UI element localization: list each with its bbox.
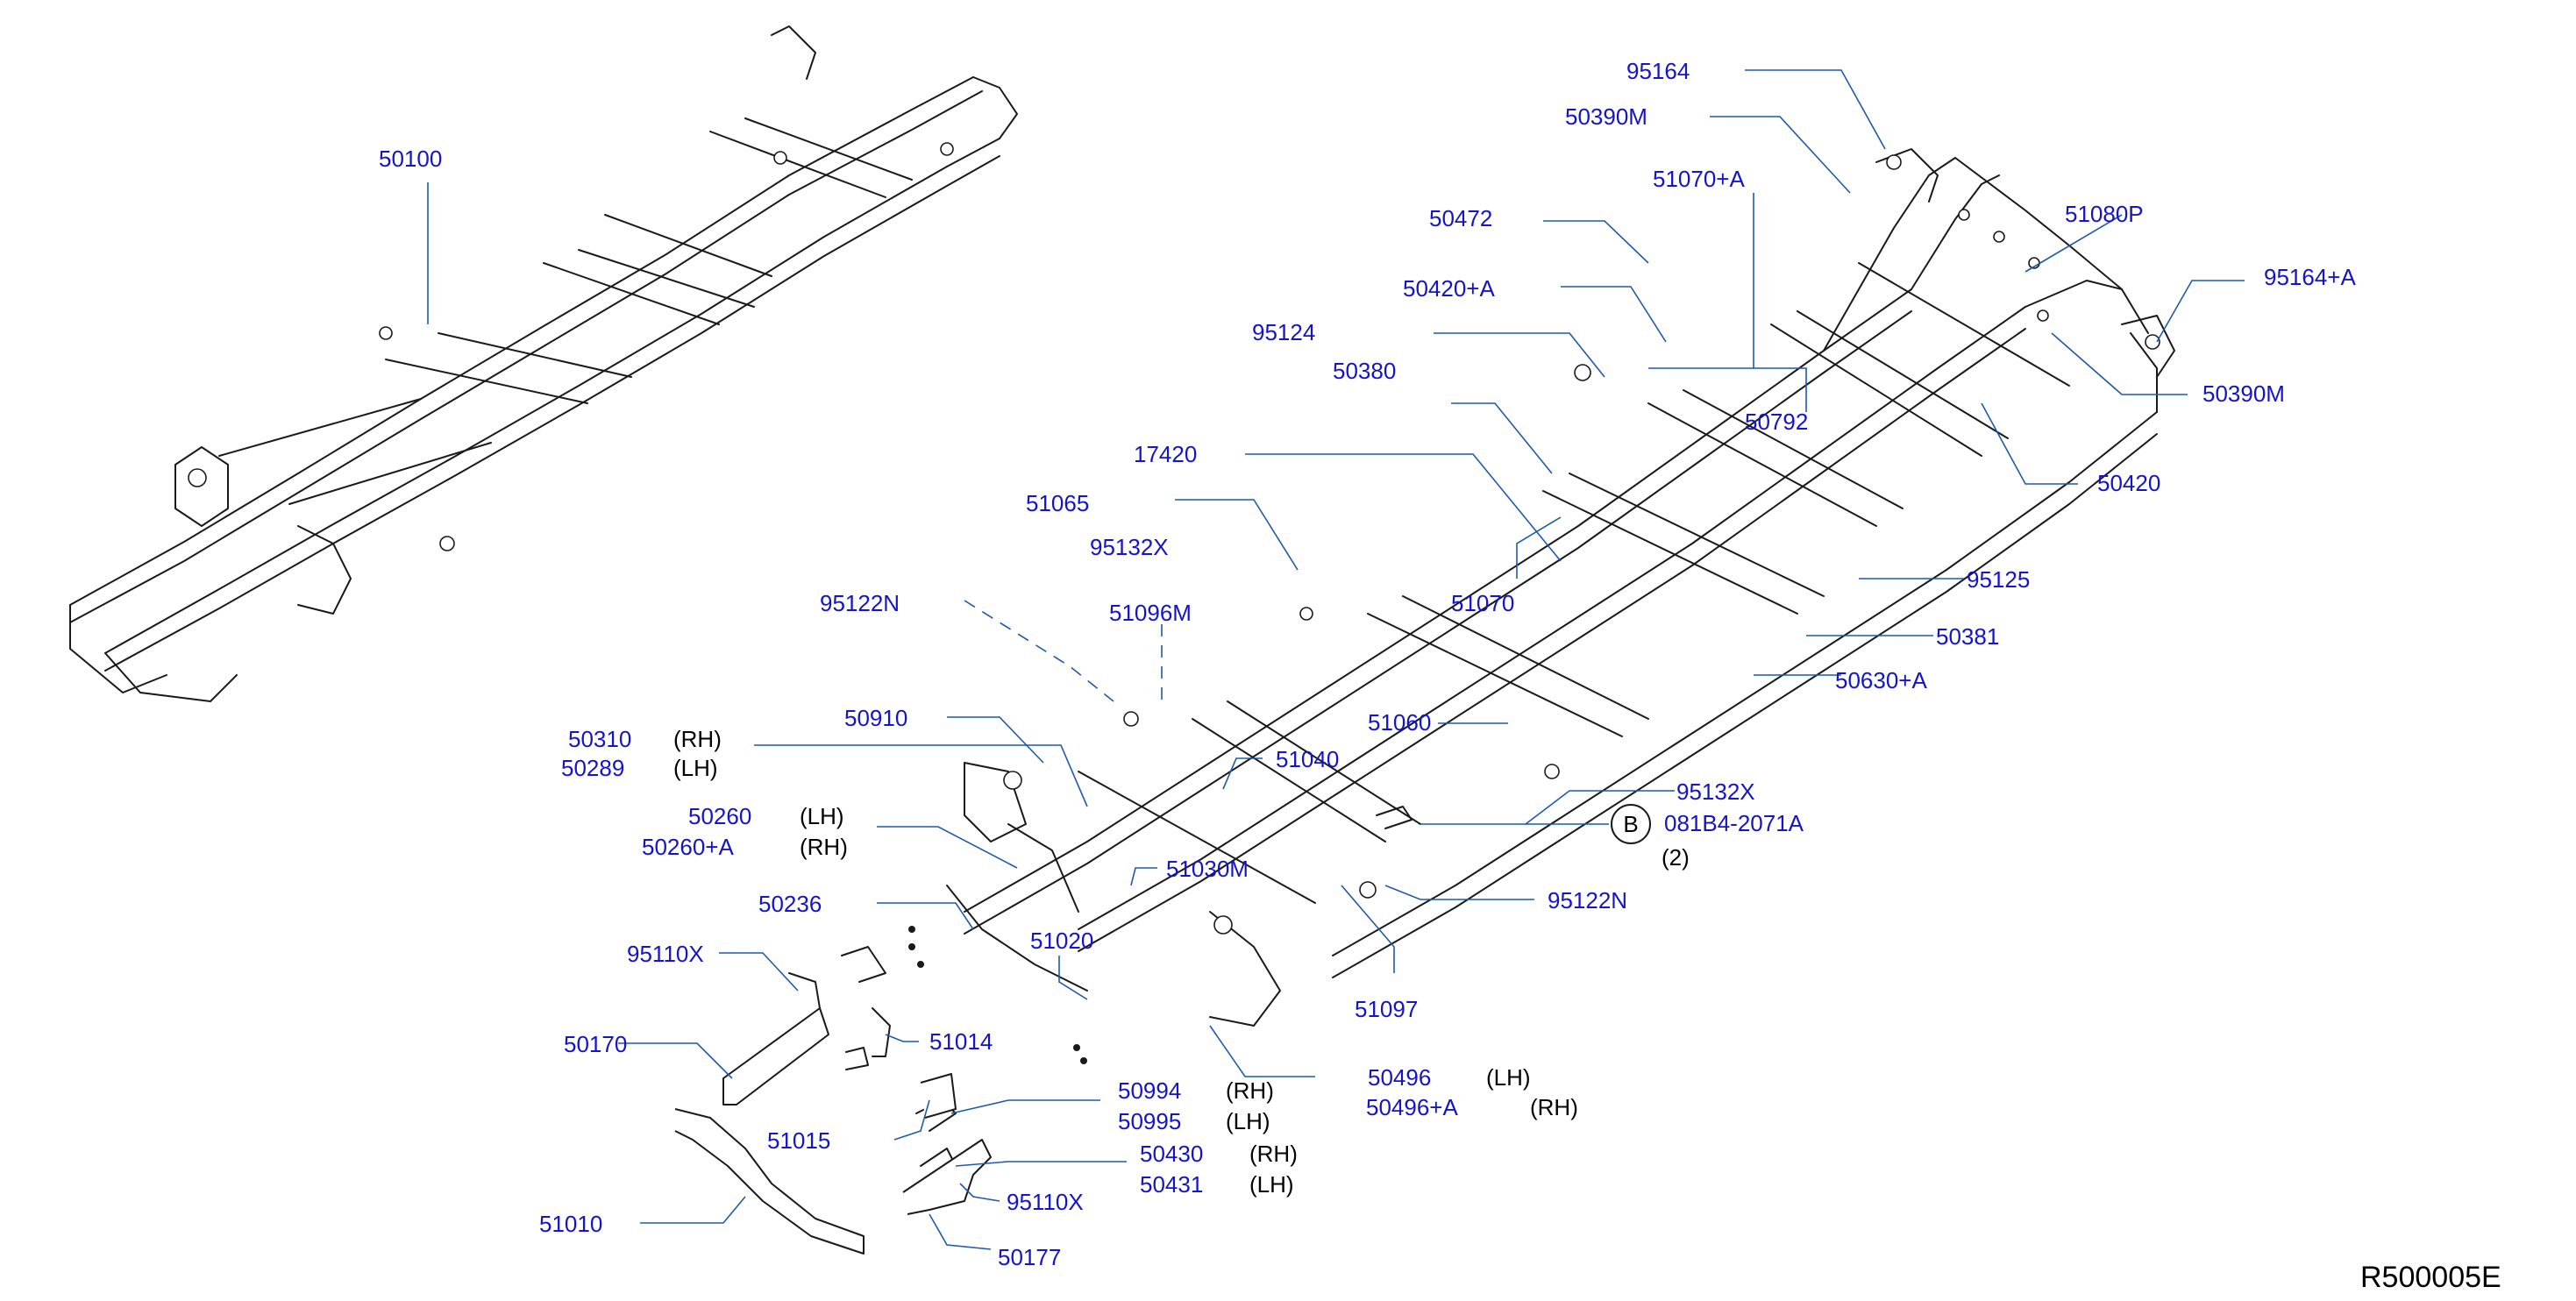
callout-b-letter: B (1623, 811, 1638, 837)
part-label-95110x-bot: 95110X (1007, 1189, 1084, 1215)
side-rh-50496a: (RH) (1530, 1094, 1578, 1120)
part-label-50910: 50910 (844, 705, 907, 731)
part-label-95132x-top: 95132X (1090, 534, 1169, 560)
part-label-50390m-top: 50390M (1565, 103, 1647, 130)
side-lh-50289: (LH) (673, 755, 718, 781)
part-label-95132x-mid: 95132X (1676, 778, 1755, 805)
part-label-50995: 50995 (1118, 1108, 1181, 1134)
part-label-51070a: 51070+A (1653, 166, 1745, 192)
part-label-50431: 50431 (1140, 1171, 1203, 1198)
side-lh-50260: (LH) (800, 803, 844, 829)
part-label-50100: 50100 (379, 146, 442, 172)
part-label-50496: 50496 (1368, 1064, 1431, 1091)
part-label-51030m: 51030M (1166, 856, 1249, 882)
frame-overview-drawing (69, 25, 1018, 702)
part-label-51060: 51060 (1368, 709, 1431, 736)
side-rh-50994: (RH) (1226, 1077, 1274, 1104)
diagram-reference-code: R500005E (2360, 1261, 2501, 1294)
part-quantity-081b4: (2) (1662, 844, 1690, 871)
part-labels: 50100 95164 50390M 51070+A 51080P 95164+… (379, 58, 2501, 1294)
part-label-50420a: 50420+A (1403, 275, 1495, 302)
part-label-17420: 17420 (1134, 441, 1197, 467)
part-label-51080p: 51080P (2065, 201, 2144, 227)
part-label-95164a: 95164+A (2264, 264, 2356, 290)
part-label-50630a: 50630+A (1835, 667, 1927, 693)
callout-b-circle (1611, 804, 1651, 844)
part-label-95124: 95124 (1252, 319, 1315, 345)
loose-parts-drawing (674, 806, 1413, 1255)
part-label-95125: 95125 (1967, 566, 2030, 593)
side-lh-50431: (LH) (1249, 1171, 1294, 1198)
side-rh-50260a: (RH) (800, 834, 848, 860)
part-label-081b4: 081B4-2071A (1664, 810, 1804, 836)
frame-exploded-drawing (946, 148, 2175, 1027)
part-label-51040: 51040 (1276, 746, 1339, 772)
part-label-50260a: 50260+A (642, 834, 734, 860)
part-label-50310: 50310 (568, 726, 631, 752)
part-label-51096m: 51096M (1109, 600, 1192, 626)
part-label-50170: 50170 (564, 1031, 627, 1057)
part-label-50496a: 50496+A (1366, 1094, 1458, 1120)
part-label-95164: 95164 (1626, 58, 1690, 84)
part-label-50260: 50260 (688, 803, 751, 829)
part-label-51015: 51015 (767, 1127, 830, 1154)
part-label-51065: 51065 (1026, 490, 1089, 516)
part-label-51014: 51014 (929, 1028, 993, 1055)
part-label-51097: 51097 (1355, 996, 1418, 1022)
part-label-50390m-right: 50390M (2202, 380, 2285, 407)
part-label-51020: 51020 (1030, 928, 1093, 954)
part-label-51070: 51070 (1451, 590, 1514, 616)
part-label-50994: 50994 (1118, 1077, 1181, 1104)
side-lh-50496: (LH) (1486, 1064, 1531, 1091)
part-label-50380: 50380 (1333, 358, 1396, 384)
part-label-50430: 50430 (1140, 1141, 1203, 1167)
side-rh-50430: (RH) (1249, 1141, 1298, 1167)
side-rh-50310: (RH) (673, 726, 722, 752)
leader-lines (427, 69, 2245, 1250)
part-label-51010: 51010 (539, 1211, 602, 1237)
part-label-50177: 50177 (998, 1244, 1061, 1270)
part-label-95122n-bot: 95122N (1548, 887, 1627, 914)
part-label-50420: 50420 (2097, 470, 2160, 496)
side-lh-50995: (LH) (1226, 1108, 1270, 1134)
part-label-50289: 50289 (561, 755, 624, 781)
part-label-50792: 50792 (1745, 409, 1808, 435)
part-label-50472: 50472 (1429, 205, 1492, 231)
part-label-50381: 50381 (1936, 623, 1999, 650)
part-label-50236: 50236 (758, 891, 822, 917)
part-label-95122n-top: 95122N (820, 590, 900, 616)
part-label-95110x-top: 95110X (627, 941, 704, 967)
